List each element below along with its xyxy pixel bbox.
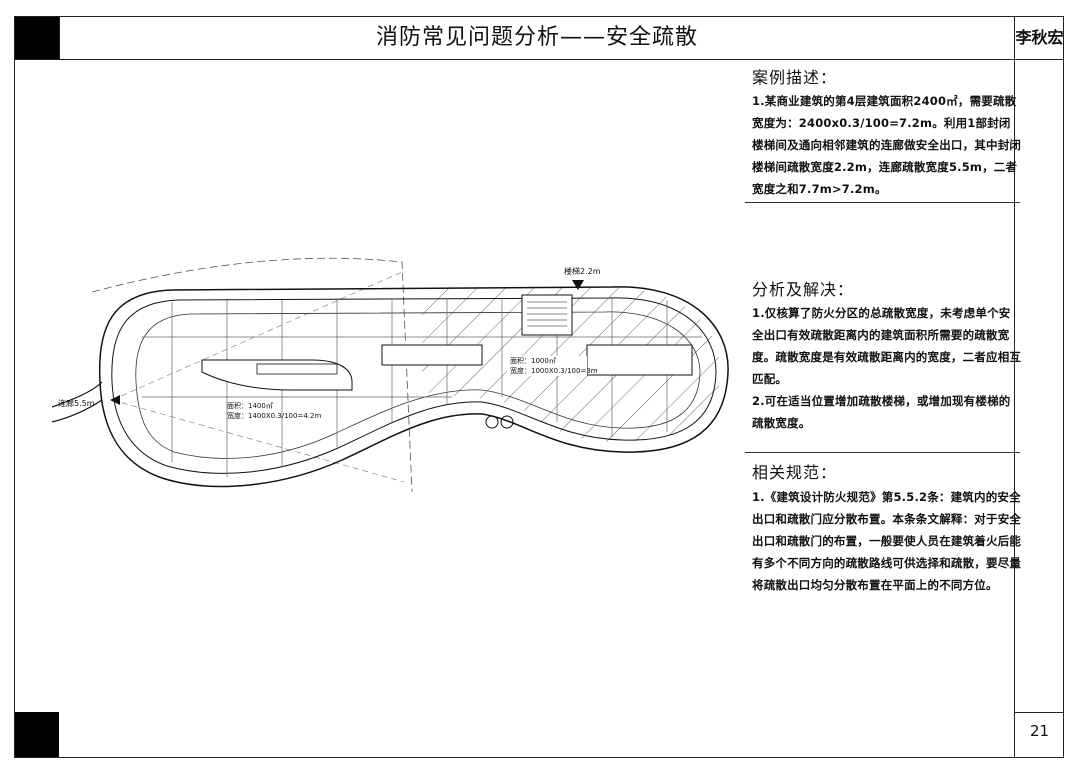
case-paragraph-1: 1.某商业建筑的第4层建筑面积2400㎡，需要疏散宽度为：2400x0.3/10… [752,94,1022,196]
page-title: 消防常见问题分析——安全疏散 [375,25,698,50]
stair-exit-arrow [572,280,584,290]
page-frame [14,16,1064,758]
atrium-center [381,344,483,366]
building-outline-outer [98,286,729,488]
case-body: 1.某商业建筑的第4层建筑面积2400㎡，需要疏散宽度为：2400x0.3/10… [752,90,1022,200]
corner-block-bottom [15,712,59,757]
author-name: 李秋宏 [1015,28,1064,47]
zone-right-label-bg [507,356,587,376]
evacuation-radius-arc [91,257,413,493]
side-column-divider [1014,16,1015,758]
floor-plan-drawing: 楼梯2.2m 连廊5.5m 面积：1000㎡ 宽度：1000X0.3/100=3… [52,257,729,493]
corridor-exit-arrow [110,395,120,405]
corner-block-top [15,17,59,59]
analysis-title: 分析及解决： [752,280,855,299]
escalator-left [256,363,338,375]
link-corridor [52,381,103,423]
stair-width-label: 楼梯2.2m [564,266,601,276]
zone-left-area: 面积：1400㎡ [227,401,273,410]
analysis-paragraph-2: 2.可在适当位置增加疏散楼梯，或增加现有楼梯的疏散宽度。 [752,394,1011,430]
stair-treads [527,301,567,327]
case-title: 案例描述： [752,68,838,87]
analysis-paragraph-1: 1.仅核算了防火分区的总疏散宽度，未考虑单个安全出口有效疏散距离内的建筑面积所需… [752,306,1022,386]
dash-line-1 [111,271,403,401]
corridor-line [135,311,701,459]
zone-right-width: 宽度：1000X0.3/100=3m [510,366,598,375]
codes-title: 相关规范： [752,463,838,482]
building-outline-inner [111,297,717,474]
atrium-right [586,344,693,376]
codes-paragraph-1: 1.《建筑设计防火规范》第5.5.2条：建筑内的安全出口和疏散门应分散布置。本条… [752,490,1022,592]
page-number-divider [1014,712,1064,713]
round-column-1 [485,415,499,429]
header-divider [14,59,1064,60]
corridor-width-label: 连廊5.5m [58,398,95,408]
page-number: 21 [1029,722,1050,740]
zone-left-width: 宽度：1400X0.3/100=4.2m [227,411,321,420]
case-divider [745,202,1020,203]
analysis-body: 1.仅核算了防火分区的总疏散宽度，未考虑单个安全出口有效疏散距离内的建筑面积所需… [752,302,1022,434]
atrium-left [201,359,353,391]
zone-right-area: 面积：1000㎡ [510,356,556,365]
codes-body: 1.《建筑设计防火规范》第5.5.2条：建筑内的安全出口和疏散门应分散布置。本条… [752,486,1022,596]
dash-line-2 [111,399,405,483]
header-left-divider [59,16,60,59]
analysis-divider [745,452,1020,453]
stair-core [521,294,573,336]
round-column-2 [500,415,514,429]
